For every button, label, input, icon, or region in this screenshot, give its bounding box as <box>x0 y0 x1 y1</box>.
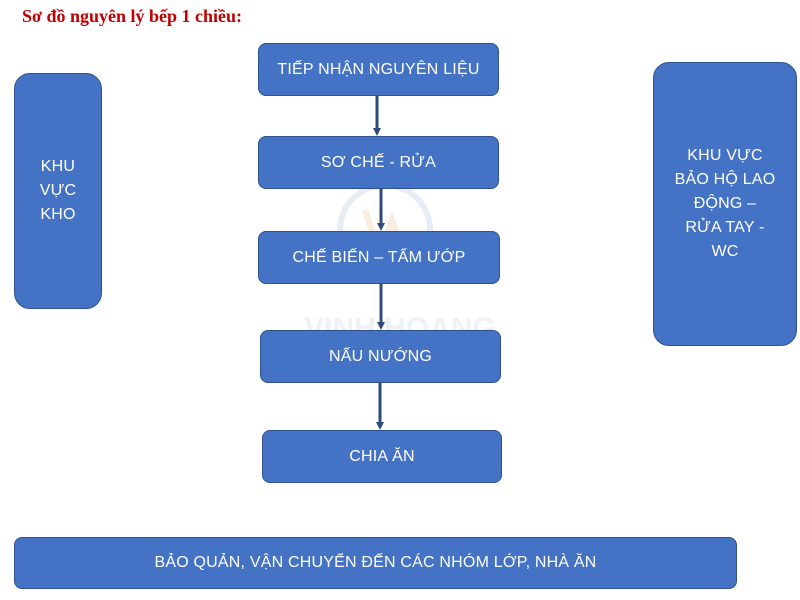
step-serving: CHIA ĂN <box>262 430 502 483</box>
step-process-label: CHẾ BIẾN – TẨM ƯỚP <box>292 248 466 266</box>
step-cooking: NẤU NƯỚNG <box>260 330 501 383</box>
warehouse-zone-label: KHU VỰC KHO <box>39 158 77 223</box>
step-receive-label: TIẾP NHẬN NGUYÊN LIỆU <box>277 60 480 78</box>
step-cook-label: NẤU NƯỚNG <box>329 347 432 365</box>
safety-zone-label: KHU VỰC BẢO HỘ LAO ĐỘNG – RỬA TAY - WC <box>674 147 776 260</box>
step-process-marinate: CHẾ BIẾN – TẨM ƯỚP <box>258 231 500 284</box>
safety-handwash-wc-zone: KHU VỰC BẢO HỘ LAO ĐỘNG – RỬA TAY - WC <box>653 62 797 346</box>
step-prep-label: SƠ CHẾ - RỬA <box>320 153 437 171</box>
step-prep-wash: SƠ CHẾ - RỬA <box>258 136 499 189</box>
warehouse-zone: KHU VỰC KHO <box>14 73 102 309</box>
storage-transport-label: BẢO QUẢN, VẬN CHUYỂN ĐẾN CÁC NHÓM LỚP, N… <box>154 554 597 571</box>
diagram-title: Sơ đồ nguyên lý bếp 1 chiều: <box>22 6 243 26</box>
step-storage-transport: BẢO QUẢN, VẬN CHUYỂN ĐẾN CÁC NHÓM LỚP, N… <box>14 537 737 589</box>
step-serve-label: CHIA ĂN <box>349 447 415 465</box>
step-receive-ingredients: TIẾP NHẬN NGUYÊN LIỆU <box>258 43 499 96</box>
